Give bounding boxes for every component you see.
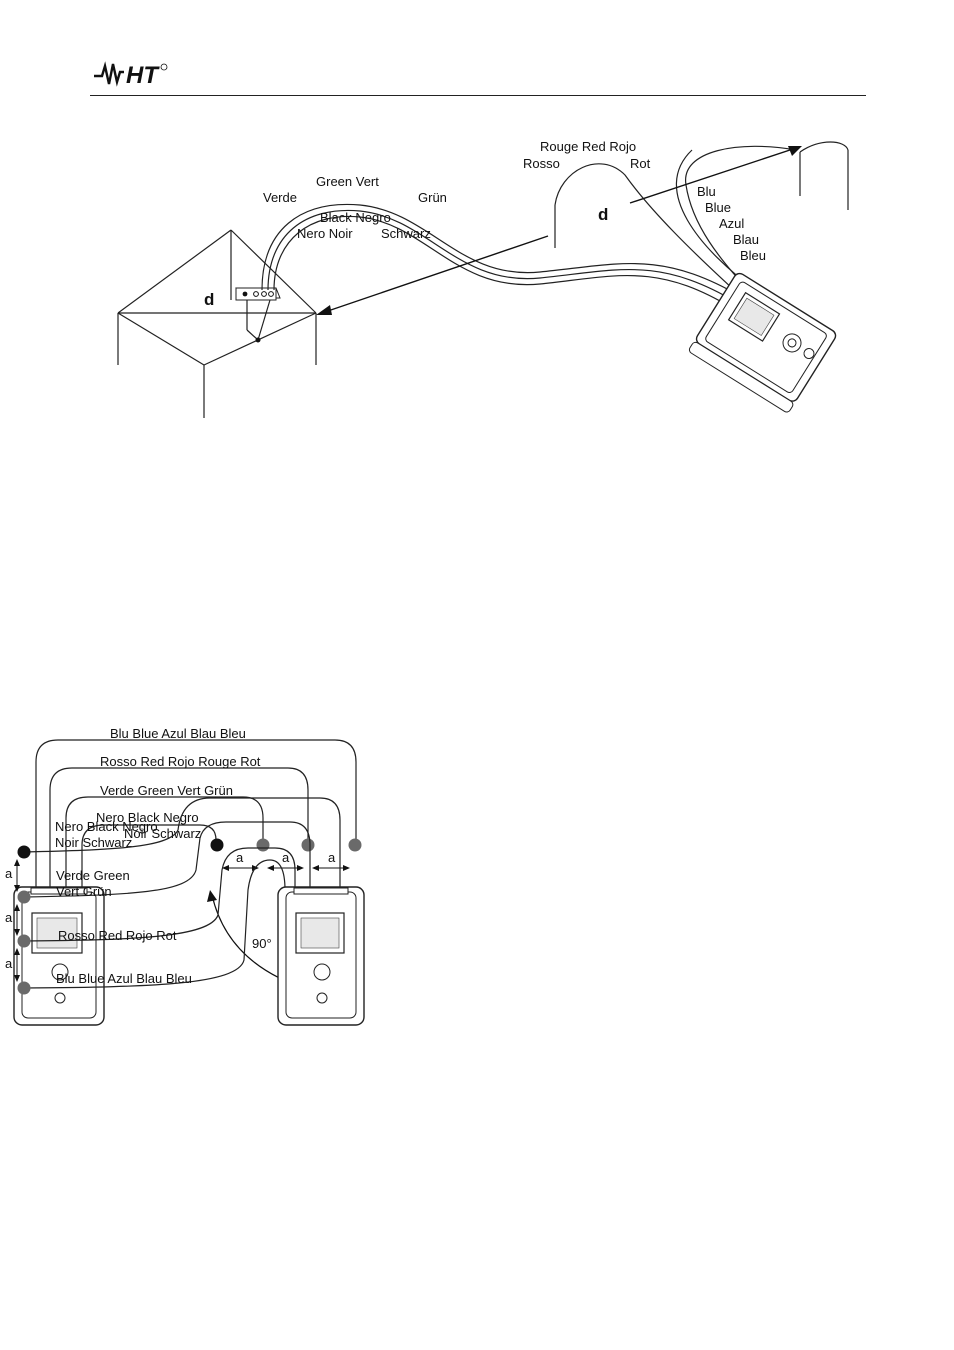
label-black-line1: Nero Black Negro <box>55 819 158 834</box>
rotated-wires <box>23 797 341 989</box>
spacing-a-1: a <box>236 850 244 865</box>
label-red-line: Rosso Red Rojo Rouge Rot <box>100 754 261 769</box>
figure-inline-wenner: a a a 90° Blu Blue Azul Blau Bleu Rosso … <box>13 726 362 1026</box>
instrument-isometric <box>688 272 837 413</box>
earth-electrode-grid <box>117 229 317 418</box>
spacing-a-1: a <box>5 866 13 881</box>
header-rule <box>90 95 866 96</box>
label-grun: Grün <box>418 190 447 205</box>
label-verde: Verde <box>263 190 297 205</box>
ht-logo: HT <box>94 61 168 89</box>
angle-label: 90° <box>252 936 272 951</box>
electrode-red <box>17 934 31 948</box>
label-black-line2: Noir Schwarz <box>55 835 132 850</box>
label-green-vert: Green Vert <box>316 174 379 189</box>
label-d-right: d <box>598 205 608 224</box>
label-blau: Blau <box>733 232 759 247</box>
spacing-a-2: a <box>282 850 290 865</box>
label-green-line: Verde Green Vert Grün <box>100 783 233 798</box>
logo-text: HT <box>126 62 160 89</box>
label-rouge-red-rojo: Rouge Red Rojo <box>540 139 636 154</box>
electrode-blue <box>348 838 362 852</box>
terminal-box <box>235 287 281 301</box>
figure-star-earth-test: Verde Green Vert Grün Black Negro Nero N… <box>117 139 849 418</box>
instrument-front-left <box>13 886 105 1026</box>
label-black-negro: Black Negro <box>320 210 391 225</box>
label-green-line1: Verde Green <box>56 868 130 883</box>
blue-probe <box>675 141 849 295</box>
label-rot: Rot <box>630 156 651 171</box>
label-bleu: Bleu <box>740 248 766 263</box>
distance-arrow-left <box>316 235 549 315</box>
red-probe <box>554 163 746 301</box>
label-green-line2: Vert Grün <box>56 884 112 899</box>
label-blue-line: Blu Blue Azul Blau Bleu <box>56 971 192 986</box>
electrode-red <box>301 838 315 852</box>
label-blu: Blu <box>697 184 716 199</box>
label-d-left: d <box>204 290 214 309</box>
label-azul: Azul <box>719 216 744 231</box>
label-schwarz: Schwarz <box>381 226 431 241</box>
label-black-line2: Noir Schwarz <box>124 826 201 841</box>
spacing-a-3: a <box>328 850 336 865</box>
label-blue-line: Blu Blue Azul Blau Bleu <box>110 726 246 741</box>
instrument-front-right <box>277 886 365 1026</box>
label-rosso: Rosso <box>523 156 560 171</box>
electrode-black <box>17 845 31 859</box>
spacing-a-3: a <box>5 956 13 971</box>
label-nero-noir: Nero Noir <box>297 226 353 241</box>
electrode-black <box>210 838 224 852</box>
distance-arrow-right <box>629 146 802 204</box>
label-black-line1: Nero Black Negro <box>96 810 199 825</box>
electrode-green <box>17 890 31 904</box>
inline-wires <box>35 739 357 890</box>
label-blue: Blue <box>705 200 731 215</box>
figure-rotated-wenner: a a a Nero Black Negro Noir Schwarz Verd… <box>5 797 365 1026</box>
spacing-a-2: a <box>5 910 13 925</box>
label-red-line: Rosso Red Rojo Rot <box>58 928 177 943</box>
electrode-blue <box>17 981 31 995</box>
cable-bundle-left <box>261 203 741 309</box>
